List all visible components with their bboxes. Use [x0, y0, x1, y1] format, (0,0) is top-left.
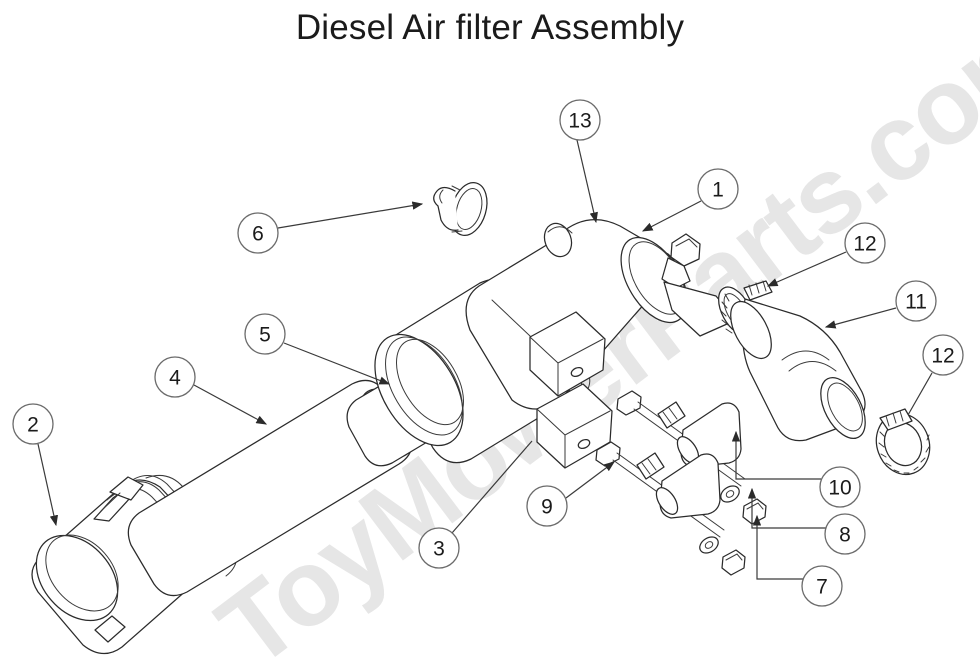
part-hose-clamp-bottom	[875, 408, 931, 476]
leader-4	[193, 384, 268, 425]
leader-11	[824, 307, 897, 329]
part-hardware-lower	[595, 441, 746, 576]
callout-11-label: 11	[905, 291, 927, 314]
leader-12-bottom	[907, 372, 933, 416]
callout-4[interactable]: 4	[154, 356, 196, 398]
page-title: Diesel Air filter Assembly	[295, 8, 685, 47]
leader-9	[565, 461, 615, 499]
callout-4-label: 4	[169, 367, 181, 390]
part-mounting-brackets	[529, 311, 613, 469]
leader-5	[283, 342, 391, 385]
leader-12-top	[766, 251, 847, 287]
callout-13-label: 13	[568, 110, 591, 133]
callout-11[interactable]: 11	[895, 280, 937, 322]
callout-7-label: 7	[816, 576, 828, 599]
callout-12-bottom-label: 12	[931, 345, 954, 368]
leader-1	[641, 200, 702, 232]
callout-8[interactable]: 8	[824, 513, 866, 555]
callout-1[interactable]: 1	[697, 168, 739, 210]
leader-lines	[37, 139, 933, 580]
leader-10	[731, 430, 821, 480]
callout-3[interactable]: 3	[418, 527, 460, 569]
part-dust-ejector-valve	[433, 182, 488, 236]
callout-1-label: 1	[712, 179, 724, 202]
callout-12-bottom[interactable]: 12	[922, 334, 964, 376]
callout-bubbles[interactable]: 13 1 6 12 11 12	[12, 99, 964, 607]
leader-7	[752, 514, 803, 580]
part-rubber-outlet-elbow	[730, 298, 866, 442]
callout-6-label: 6	[252, 223, 264, 246]
callout-2[interactable]: 2	[12, 403, 54, 445]
callout-7[interactable]: 7	[801, 565, 843, 607]
callout-2-label: 2	[27, 414, 39, 437]
callout-8-label: 8	[839, 524, 851, 547]
leader-8	[747, 487, 826, 529]
callout-3-label: 3	[433, 538, 445, 561]
part-hardware-upper	[616, 390, 767, 525]
callout-12-top-label: 12	[853, 233, 876, 256]
callout-6[interactable]: 6	[237, 212, 279, 254]
callout-9[interactable]: 9	[526, 485, 568, 527]
callout-5[interactable]: 5	[244, 313, 286, 355]
leader-3	[451, 440, 533, 534]
callout-10[interactable]: 10	[819, 466, 861, 508]
part-air-filter-housing	[465, 219, 737, 410]
callout-10-label: 10	[828, 477, 851, 500]
leader-6	[277, 201, 424, 229]
callout-13[interactable]: 13	[559, 99, 601, 141]
callout-9-label: 9	[541, 496, 553, 519]
callout-12-top[interactable]: 12	[844, 222, 886, 264]
leader-2	[37, 443, 59, 527]
callout-5-label: 5	[259, 324, 271, 347]
leader-13	[576, 139, 598, 224]
